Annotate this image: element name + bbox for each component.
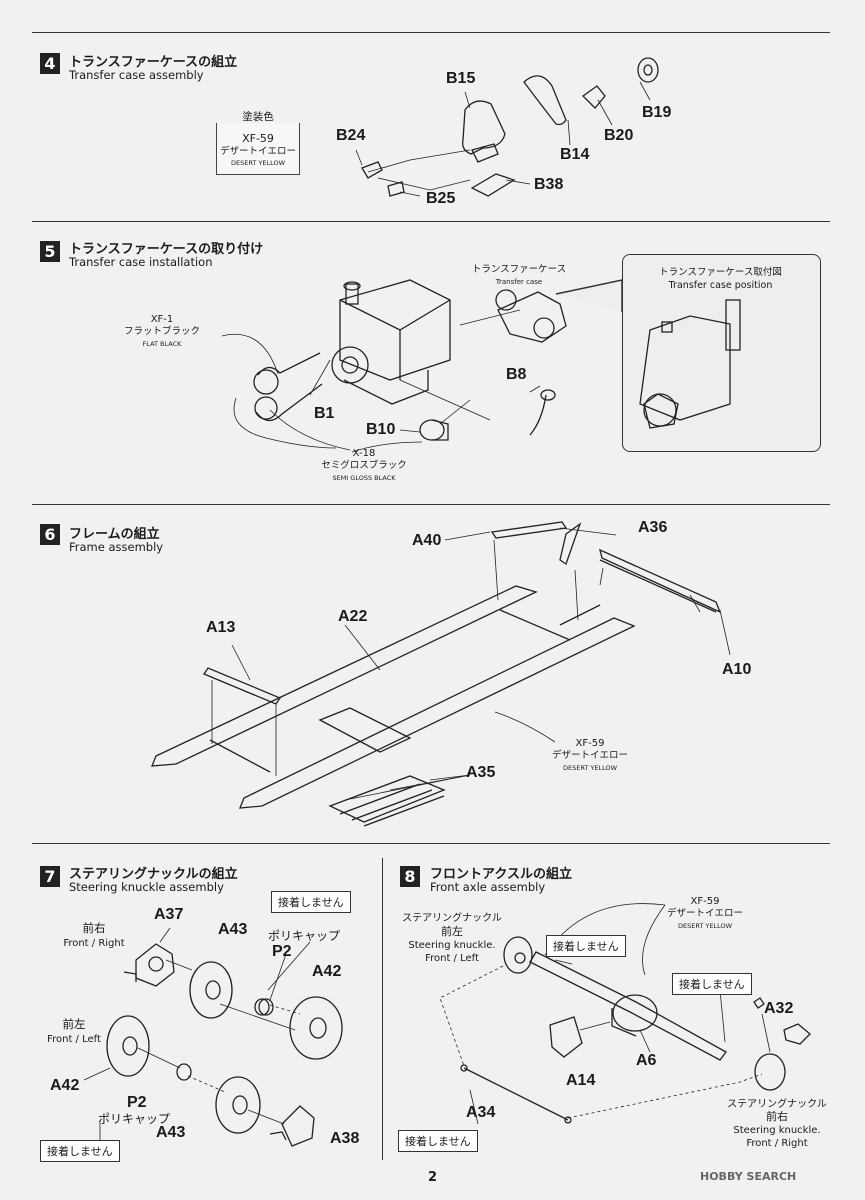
- position-jp: トランスファーケース取付図: [659, 267, 782, 278]
- divider-7-8: [382, 858, 383, 1160]
- knuckle-left-pos-en: Front / Left: [425, 953, 479, 964]
- part-b8: B8: [506, 366, 527, 383]
- part-a43-top: A43: [218, 921, 248, 938]
- part-b38: B38: [534, 176, 564, 193]
- no-glue-tag-step7-top: 接着しません: [271, 891, 351, 913]
- paint2-code: X-18: [352, 448, 376, 459]
- step-4-subtitle: Transfer case assembly: [69, 68, 204, 82]
- transfer-case-position-callout: [622, 254, 821, 452]
- part-b24: B24: [336, 127, 366, 144]
- paint-en: DESERT YELLOW: [230, 159, 286, 167]
- part-b20: B20: [604, 127, 634, 144]
- part-a13: A13: [206, 619, 236, 636]
- part-a42-right: A42: [312, 963, 342, 980]
- step-8-subtitle: Front axle assembly: [430, 880, 546, 894]
- step-8-title: フロントアクスルの組立: [430, 867, 572, 882]
- transfer-case-jp: トランスファーケース: [471, 264, 567, 275]
- paint-heading: 塗装色: [216, 111, 300, 123]
- part-a36: A36: [638, 519, 668, 536]
- step-8-paint-jp: デザートイエロー: [667, 908, 743, 919]
- step-6-paint-en: DESERT YELLOW: [562, 764, 618, 772]
- top-border: [32, 32, 830, 33]
- part-b1: B1: [314, 405, 335, 422]
- page-number: 2: [427, 1170, 438, 1185]
- step-8-paint-code: XF-59: [690, 896, 720, 907]
- paint-jp: デザートイエロー: [220, 146, 296, 157]
- paint-code: XF-59: [242, 132, 274, 145]
- front-right-jp: 前右: [82, 921, 106, 935]
- polycap-label-bottom: ポリキャップ: [98, 1112, 171, 1126]
- part-b10: B10: [366, 421, 396, 438]
- step-6-paint-jp: デザートイエロー: [552, 750, 628, 761]
- step-5-number: 5: [40, 241, 60, 262]
- knuckle-right-pos-jp: 前右: [766, 1110, 788, 1123]
- front-left-jp: 前左: [62, 1017, 86, 1031]
- part-a40: A40: [412, 532, 442, 549]
- no-glue-tag-step8-right: 接着しません: [672, 973, 752, 995]
- knuckle-left-pos-jp: 前左: [441, 925, 463, 938]
- no-glue-tag-step8-bottom: 接着しません: [398, 1130, 478, 1152]
- knuckle-right-jp: ステアリングナックル: [727, 1099, 827, 1110]
- paint2-jp: セミグロスブラック: [321, 460, 407, 471]
- step-8-paint-en: DESERT YELLOW: [677, 922, 733, 930]
- step-8-number: 8: [400, 866, 420, 887]
- watermark: HOBBY SEARCH: [700, 1170, 797, 1183]
- step-7-title: ステアリングナックルの組立: [69, 867, 238, 882]
- part-b25: B25: [426, 190, 456, 207]
- position-en: Transfer case position: [668, 280, 773, 291]
- part-a42-left: A42: [50, 1077, 80, 1094]
- step-6-number: 6: [40, 524, 60, 545]
- no-glue-tag-step8-top: 接着しません: [546, 935, 626, 957]
- part-a37: A37: [154, 906, 184, 923]
- part-a10: A10: [722, 661, 752, 678]
- part-a38: A38: [330, 1130, 360, 1147]
- knuckle-right-en: Steering knuckle.: [733, 1125, 821, 1136]
- step-6-title: フレームの組立: [69, 527, 160, 542]
- knuckle-right-pos-en: Front / Right: [746, 1138, 808, 1149]
- polycap-label-top: ポリキャップ: [268, 929, 341, 943]
- divider-6-7: [32, 843, 830, 844]
- paint1-jp: フラットブラック: [123, 326, 200, 337]
- step-7-number: 7: [40, 866, 60, 887]
- part-p2-bottom: P2: [127, 1094, 147, 1111]
- paint1-en: FLAT BLACK: [142, 340, 182, 348]
- paint1-code: XF-1: [150, 314, 174, 325]
- part-a32: A32: [764, 1000, 794, 1017]
- transfer-case-en: Transfer case: [495, 278, 543, 286]
- divider-4-5: [32, 221, 830, 222]
- knuckle-left-jp: ステアリングナックル: [402, 913, 502, 924]
- divider-5-6: [32, 504, 830, 505]
- step-4-number: 4: [40, 53, 60, 74]
- step-5-subtitle: Transfer case installation: [69, 255, 213, 269]
- front-right-en: Front / Right: [63, 938, 125, 949]
- part-p2-top: P2: [272, 943, 292, 960]
- step-5-title: トランスファーケースの取り付け: [69, 242, 264, 257]
- part-a43-bottom: A43: [156, 1124, 186, 1141]
- part-a22: A22: [338, 608, 368, 625]
- step-6-subtitle: Frame assembly: [69, 540, 164, 554]
- part-a35: A35: [466, 764, 496, 781]
- paint2-en: SEMI GLOSS BLACK: [332, 474, 396, 482]
- front-left-en: Front / Left: [47, 1034, 101, 1045]
- part-b19: B19: [642, 104, 672, 121]
- no-glue-tag-step7-bottom: 接着しません: [40, 1140, 120, 1162]
- step-4-title: トランスファーケースの組立: [69, 55, 238, 70]
- knuckle-left-en: Steering knuckle.: [408, 940, 496, 951]
- part-a34: A34: [466, 1104, 496, 1121]
- part-b14: B14: [560, 146, 590, 163]
- part-a6: A6: [636, 1052, 657, 1069]
- part-b15: B15: [446, 70, 476, 87]
- step-6-paint-code: XF-59: [575, 738, 605, 749]
- step-7-subtitle: Steering knuckle assembly: [69, 880, 224, 894]
- part-a14: A14: [566, 1072, 596, 1089]
